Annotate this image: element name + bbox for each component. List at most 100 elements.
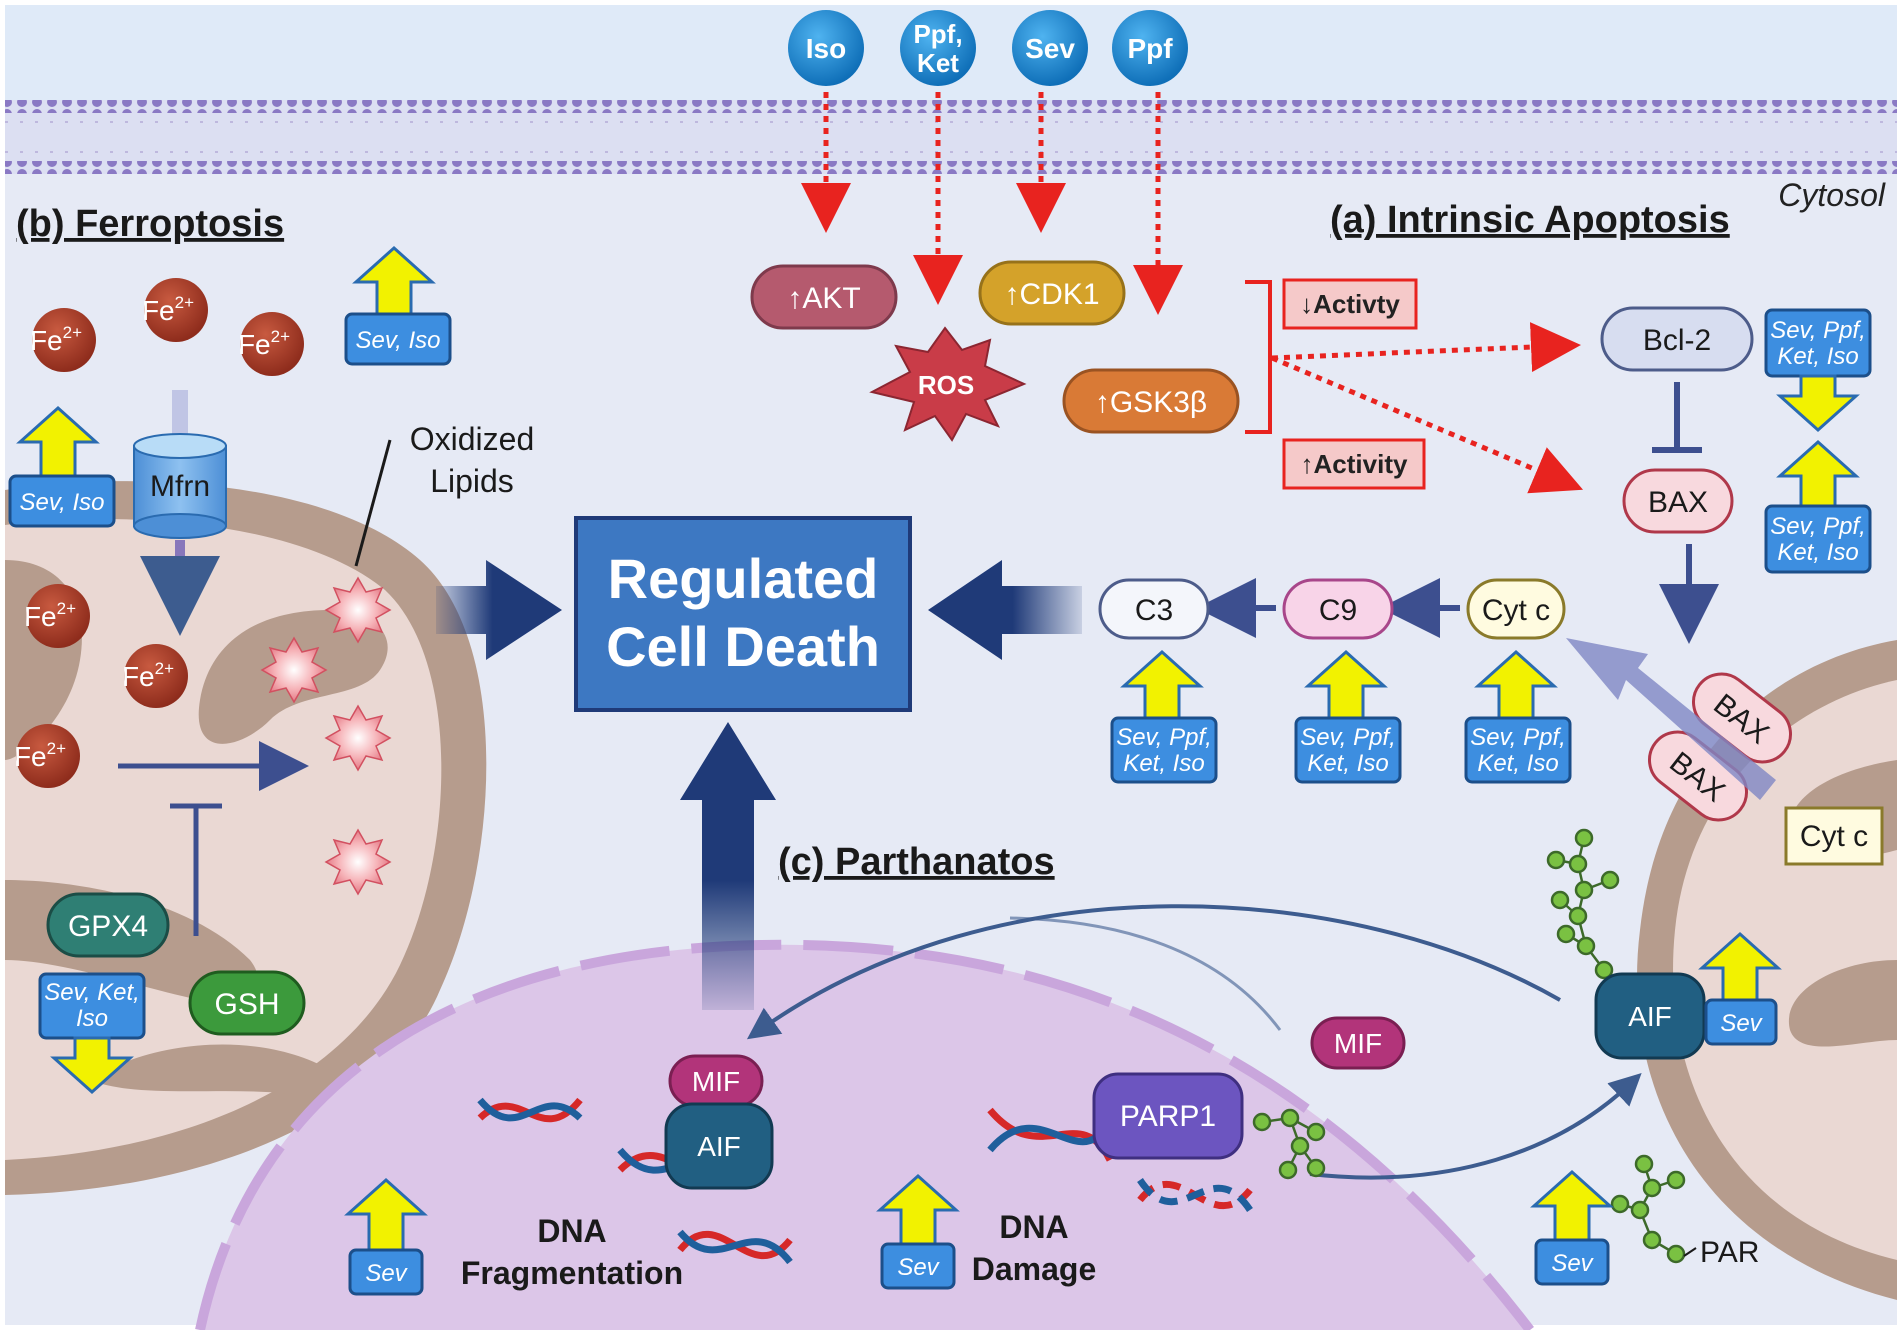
kinase-bracket [1245,280,1272,434]
mif-bound-node: MIF [668,1054,764,1108]
mfrn-modulator-label: Sev, Iso [356,327,441,354]
nucleus [195,939,1534,1334]
aif-translocation-arrow [746,904,1561,1040]
c3-modulator-label-1: Sev, Ppf, [1116,724,1212,751]
fe-ion-1: Fe2+ [30,308,96,372]
dna-fragmentation-modulator-label: Sev [365,1260,408,1287]
gpx4-modulator-label-1: Sev, Ket, [44,979,140,1006]
gsh-node: GSH [188,970,306,1036]
c9-modulator: Sev, Ppf, Ket, Iso [1294,649,1402,784]
svg-text:Fe2+: Fe2+ [238,327,290,360]
mfrn-transporter: Mfrn [133,433,227,539]
c9-node: C9 [1282,578,1394,640]
bcl2-down-arrow [1776,374,1860,433]
dna-fragmentation-label-1: DNA [537,1213,606,1249]
fe-ion-4: Fe2+ [24,584,90,648]
c3-node: C3 [1098,578,1210,640]
increased-activity-box: ↑Activity [1282,438,1426,490]
apoptosis-to-death-arrow [928,560,1082,660]
drug-ppf: Ppf [1112,10,1188,86]
decreased-activity-label: ↓Activty [1300,289,1400,319]
c9-label: C9 [1319,594,1357,627]
dna-fragment-1 [477,1097,583,1123]
svg-text:Fe2+: Fe2+ [122,659,174,692]
gpx4-node: GPX4 [46,892,170,958]
drug-sev: Sev [1012,10,1088,86]
c3-modulator-label-2: Ket, Iso [1123,750,1204,777]
c9-modulator-label-2: Ket, Iso [1307,750,1388,777]
cdk1-node: ↑CDK1 [978,260,1126,326]
oxidized-lipids-pointer [354,439,392,567]
fe-ions: Fe2+ Fe2+ Fe2+ Fe2+ Fe2+ Fe2+ [14,278,304,788]
aif-nucleus-node: AIF [664,1102,774,1190]
gsh-label: GSH [214,988,279,1021]
bax-label: BAX [1648,486,1708,519]
svg-text:Fe2+: Fe2+ [142,293,194,326]
mif-free-label: MIF [1334,1028,1382,1059]
activity-arrows [1271,322,1584,494]
oxidized-lipids-label-2: Lipids [430,463,514,499]
par-to-aif-arrow [1309,1073,1642,1180]
oxidized-lipids-label-1: Oxidized [410,421,535,457]
gpx4-modulator-label-2: Iso [76,1005,108,1032]
aif-mito-label: AIF [1628,1001,1672,1032]
regulated-cell-death-line-2: Cell Death [606,615,880,678]
dna-fragmentation-modulator: Sev [344,1177,428,1296]
regulated-cell-death-line-1: Regulated [608,547,879,610]
oxidized-lipid-1 [324,576,392,644]
cdk1-label: ↑CDK1 [1004,278,1099,311]
bcl2-inhibits-bax [1652,382,1702,453]
mif-track [1009,916,1282,1031]
mif-bound-label: MIF [692,1066,740,1097]
par-chain-aif [1546,828,1620,980]
ferroptosis-to-death-arrow [436,560,562,660]
fe-ion-3: Fe2+ [238,312,304,376]
dna-fragmentation-label-2: Fragmentation [461,1255,683,1291]
cytc-mito-label: Cyt c [1800,820,1868,853]
gsk3b-node: ↑GSK3β [1062,368,1240,434]
bax-modulator-label-2: Ket, Iso [1777,539,1858,566]
cytc-modulator-label-1: Sev, Ppf, [1470,724,1566,751]
par-chain-legend [1610,1154,1686,1264]
fe-ion-5: Fe2+ [122,644,188,708]
mif-free-node: MIF [1310,1016,1406,1070]
parthanatos-to-death-arrow [680,722,776,1010]
gpx4-down-arrow [50,1036,134,1095]
bax-modulator-label-1: Sev, Ppf, [1770,513,1866,540]
title-ferroptosis: (b) Ferroptosis [16,203,284,245]
cytc-node: Cyt c [1466,578,1566,640]
fe-modulator-label: Sev, Iso [20,489,105,516]
gsk3b-label: ↑GSK3β [1095,386,1207,419]
drug-ppf-label: Ppf [1127,33,1173,64]
dna-damage-label-2: Damage [972,1251,1097,1287]
aif-modulator-label: Sev [1720,1010,1763,1037]
dna-fragment-3 [677,1229,793,1265]
mfrn-modulator: Sev, Iso [344,245,452,366]
cytosol-label: Cytosol [1778,177,1886,213]
cytc-label: Cyt c [1482,594,1550,627]
cytc-mito-node: Cyt c [1784,806,1884,866]
aif-nucleus-label: AIF [697,1131,741,1162]
dna-damage-modulator: Sev [876,1173,960,1290]
par-chain-parp1 [1252,1108,1326,1180]
fe-modulator: Sev, Iso [8,405,116,528]
drug-arrows [801,92,1183,315]
cytc-modulator-label-2: Ket, Iso [1477,750,1558,777]
title-parthanatos: (c) Parthanatos [778,841,1055,883]
akt-node: ↑AKT [750,264,898,330]
decreased-activity-box: ↓Activty [1282,278,1418,330]
svg-text:Fe2+: Fe2+ [30,323,82,356]
svg-text:Fe2+: Fe2+ [14,739,66,772]
oxidized-lipid-2 [260,636,328,704]
drug-iso: Iso [788,10,864,86]
bax-modulator: Sev, Ppf, Ket, Iso [1764,439,1872,574]
gpx4-modulator: Sev, Ket, Iso [38,972,146,1095]
parp1-node: PARP1 [1092,1072,1244,1160]
svg-text:Fe2+: Fe2+ [24,599,76,632]
gpx4-inhibition [170,803,222,936]
par-legend-pointer [1683,1247,1697,1257]
aif-modulator: Sev [1698,931,1782,1046]
c9-modulator-label-1: Sev, Ppf, [1300,724,1396,751]
bax-mito-1: BAX [1692,672,1792,764]
par-modulator-label: Sev [1551,1250,1594,1277]
